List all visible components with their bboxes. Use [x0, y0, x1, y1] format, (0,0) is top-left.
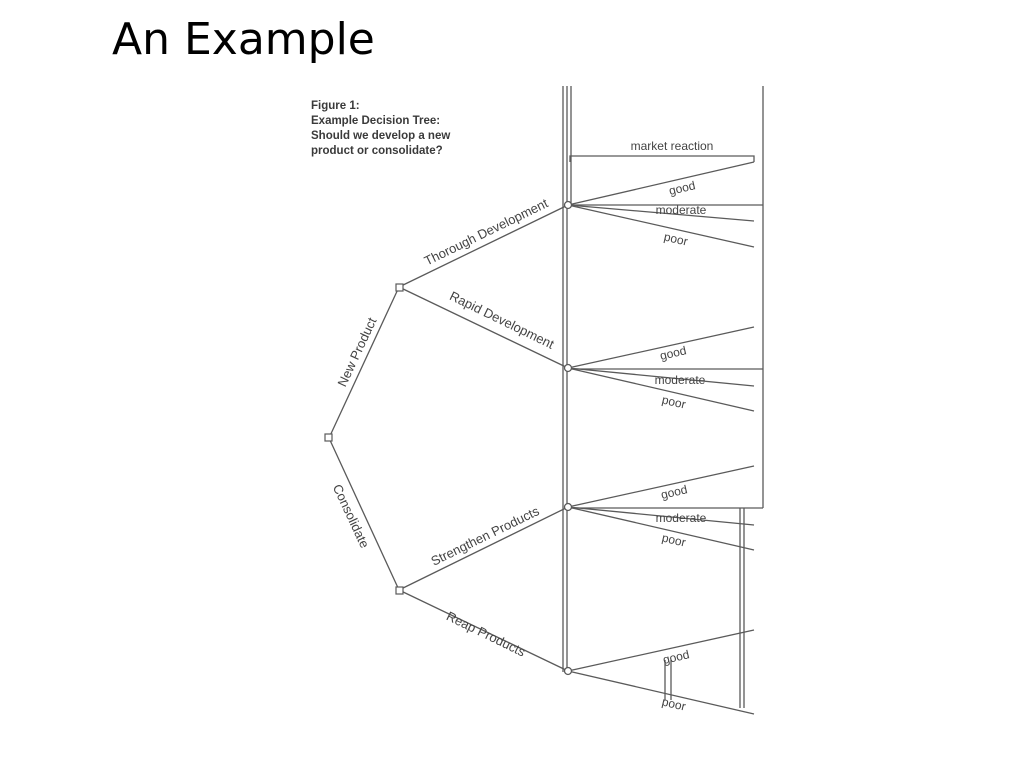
new-product-decision-node [395, 283, 404, 292]
outcome-strengthen-good: good [660, 482, 689, 502]
outcome-line-reap-poor [567, 670, 755, 715]
label-reap-products: Reap Products [444, 608, 528, 659]
label-thorough-development: Thorough Development [422, 195, 551, 268]
root-decision-node [324, 433, 333, 442]
reap-chance-node [563, 666, 573, 676]
outcome-strengthen-moderate: moderate [656, 511, 707, 525]
outcome-thorough-moderate: moderate [656, 203, 707, 217]
label-strengthen-products: Strengthen Products [428, 503, 542, 569]
outcome-line-thorough-poor [567, 204, 755, 248]
figure-caption-line-1: Example Decision Tree: [311, 115, 441, 127]
branch-new-product [328, 286, 400, 439]
label-consolidate: Consolidate [330, 482, 373, 551]
branch-rapid-development [398, 286, 569, 369]
strengthen-chance-node [563, 502, 573, 512]
outcome-reap-good: good [662, 647, 691, 667]
outcome-reap-poor: poor [661, 695, 688, 714]
outcome-line-rapid-poor [567, 367, 755, 412]
outcome-line-rapid-moderate [567, 367, 755, 387]
outcome-line-strengthen-good [567, 465, 755, 508]
branch-consolidate [328, 437, 400, 591]
branch-thorough-development [398, 204, 569, 288]
outcome-line-thorough-good [567, 161, 755, 206]
outcome-thorough-poor: poor [663, 230, 690, 249]
consolidate-decision-node [395, 586, 404, 595]
outcome-strengthen-poor: poor [661, 531, 688, 550]
rapid-chance-node [563, 363, 573, 373]
outcome-rapid-moderate: moderate [655, 373, 706, 387]
market-reaction-bracket [569, 155, 755, 162]
outcome-line-strengthen-poor [567, 506, 755, 551]
figure-caption: Figure 1: Example Decision Tree: Should … [311, 99, 511, 159]
outcome-line-rapid-good [567, 326, 755, 369]
branch-reap-products [398, 589, 569, 672]
figure-label: Figure 1: [311, 100, 360, 112]
branch-strengthen-products [398, 506, 569, 591]
market-reaction-label: market reaction [631, 139, 714, 153]
slide-title: An Example [112, 14, 375, 65]
figure-caption-line-2: Should we develop a new [311, 130, 451, 142]
label-rapid-development: Rapid Development [447, 288, 557, 352]
outcome-line-strengthen-moderate [567, 506, 755, 526]
figure-caption-line-3: product or consolidate? [311, 145, 443, 157]
outcome-thorough-good: good [668, 178, 697, 198]
outcome-line-thorough-moderate [567, 204, 755, 222]
thorough-chance-node [563, 200, 573, 210]
outcome-line-reap-good [567, 629, 755, 672]
outcome-rapid-good: good [659, 343, 688, 363]
outcome-rapid-poor: poor [661, 393, 688, 412]
